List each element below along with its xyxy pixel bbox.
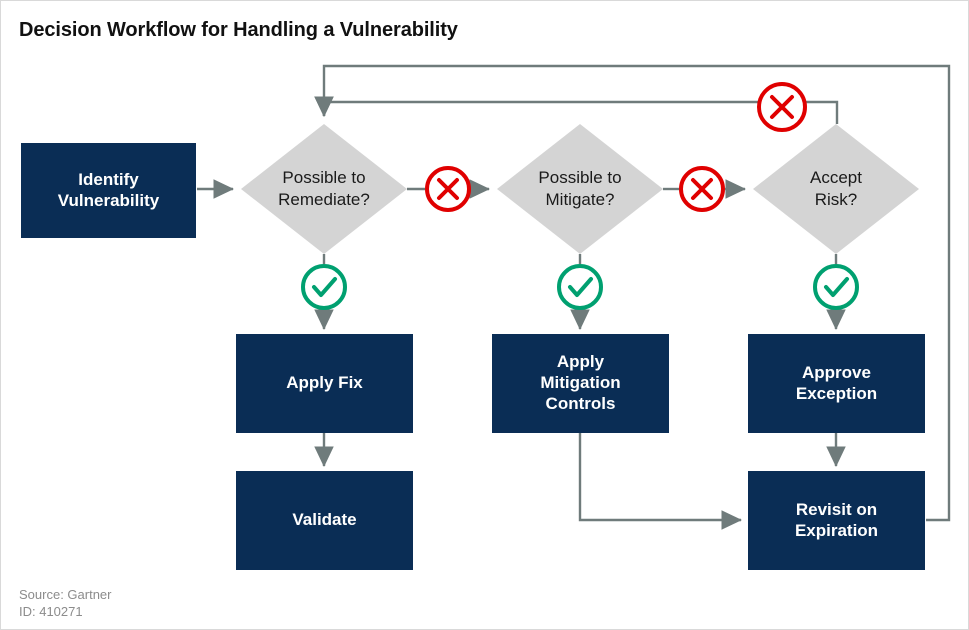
node-approve-exception[interactable]: Approve Exception — [748, 334, 925, 433]
accept-mitigate-icon — [557, 264, 603, 310]
reject-accept-risk-icon — [757, 82, 807, 132]
reject-mitigate-icon — [679, 166, 725, 212]
document-id: ID: 410271 — [19, 604, 83, 619]
node-label: Approve Exception — [795, 362, 878, 403]
node-label: Apply Mitigation Controls — [540, 352, 621, 413]
node-revisit-on-expiration[interactable]: Revisit on Expiration — [748, 471, 925, 570]
node-label: Validate — [292, 510, 357, 530]
decision-shape-mitigate — [497, 124, 663, 254]
node-validate[interactable]: Validate — [236, 471, 413, 570]
edge-mitigation-to-revisit — [578, 433, 742, 530]
source-attribution: Source: Gartner — [19, 587, 112, 602]
decision-shape-accept-risk — [753, 124, 919, 254]
accept-markers — [301, 264, 859, 310]
decision-shape-remediate — [241, 124, 407, 254]
edge-accept-risk-no-b — [314, 96, 758, 117]
accept-accept-risk-icon — [813, 264, 859, 310]
connector-paths — [197, 64, 951, 530]
page-title: Decision Workflow for Handling a Vulnera… — [19, 19, 458, 41]
node-apply-mitigation-controls[interactable]: Apply Mitigation Controls — [492, 334, 669, 433]
node-label: Apply Fix — [286, 373, 363, 393]
reject-remediate-icon — [425, 166, 471, 212]
node-apply-fix[interactable]: Apply Fix — [236, 334, 413, 433]
reject-markers — [425, 82, 807, 212]
node-identify-vulnerability[interactable]: Identify Vulnerability — [21, 143, 196, 238]
decision-shapes — [241, 124, 919, 254]
edge-accept-risk-no-a — [806, 100, 839, 124]
node-label: Revisit on Expiration — [794, 499, 879, 540]
node-label: Identify Vulnerability — [57, 169, 160, 210]
accept-remediate-icon — [301, 264, 347, 310]
edge-revisit-to-remediate — [314, 64, 951, 522]
